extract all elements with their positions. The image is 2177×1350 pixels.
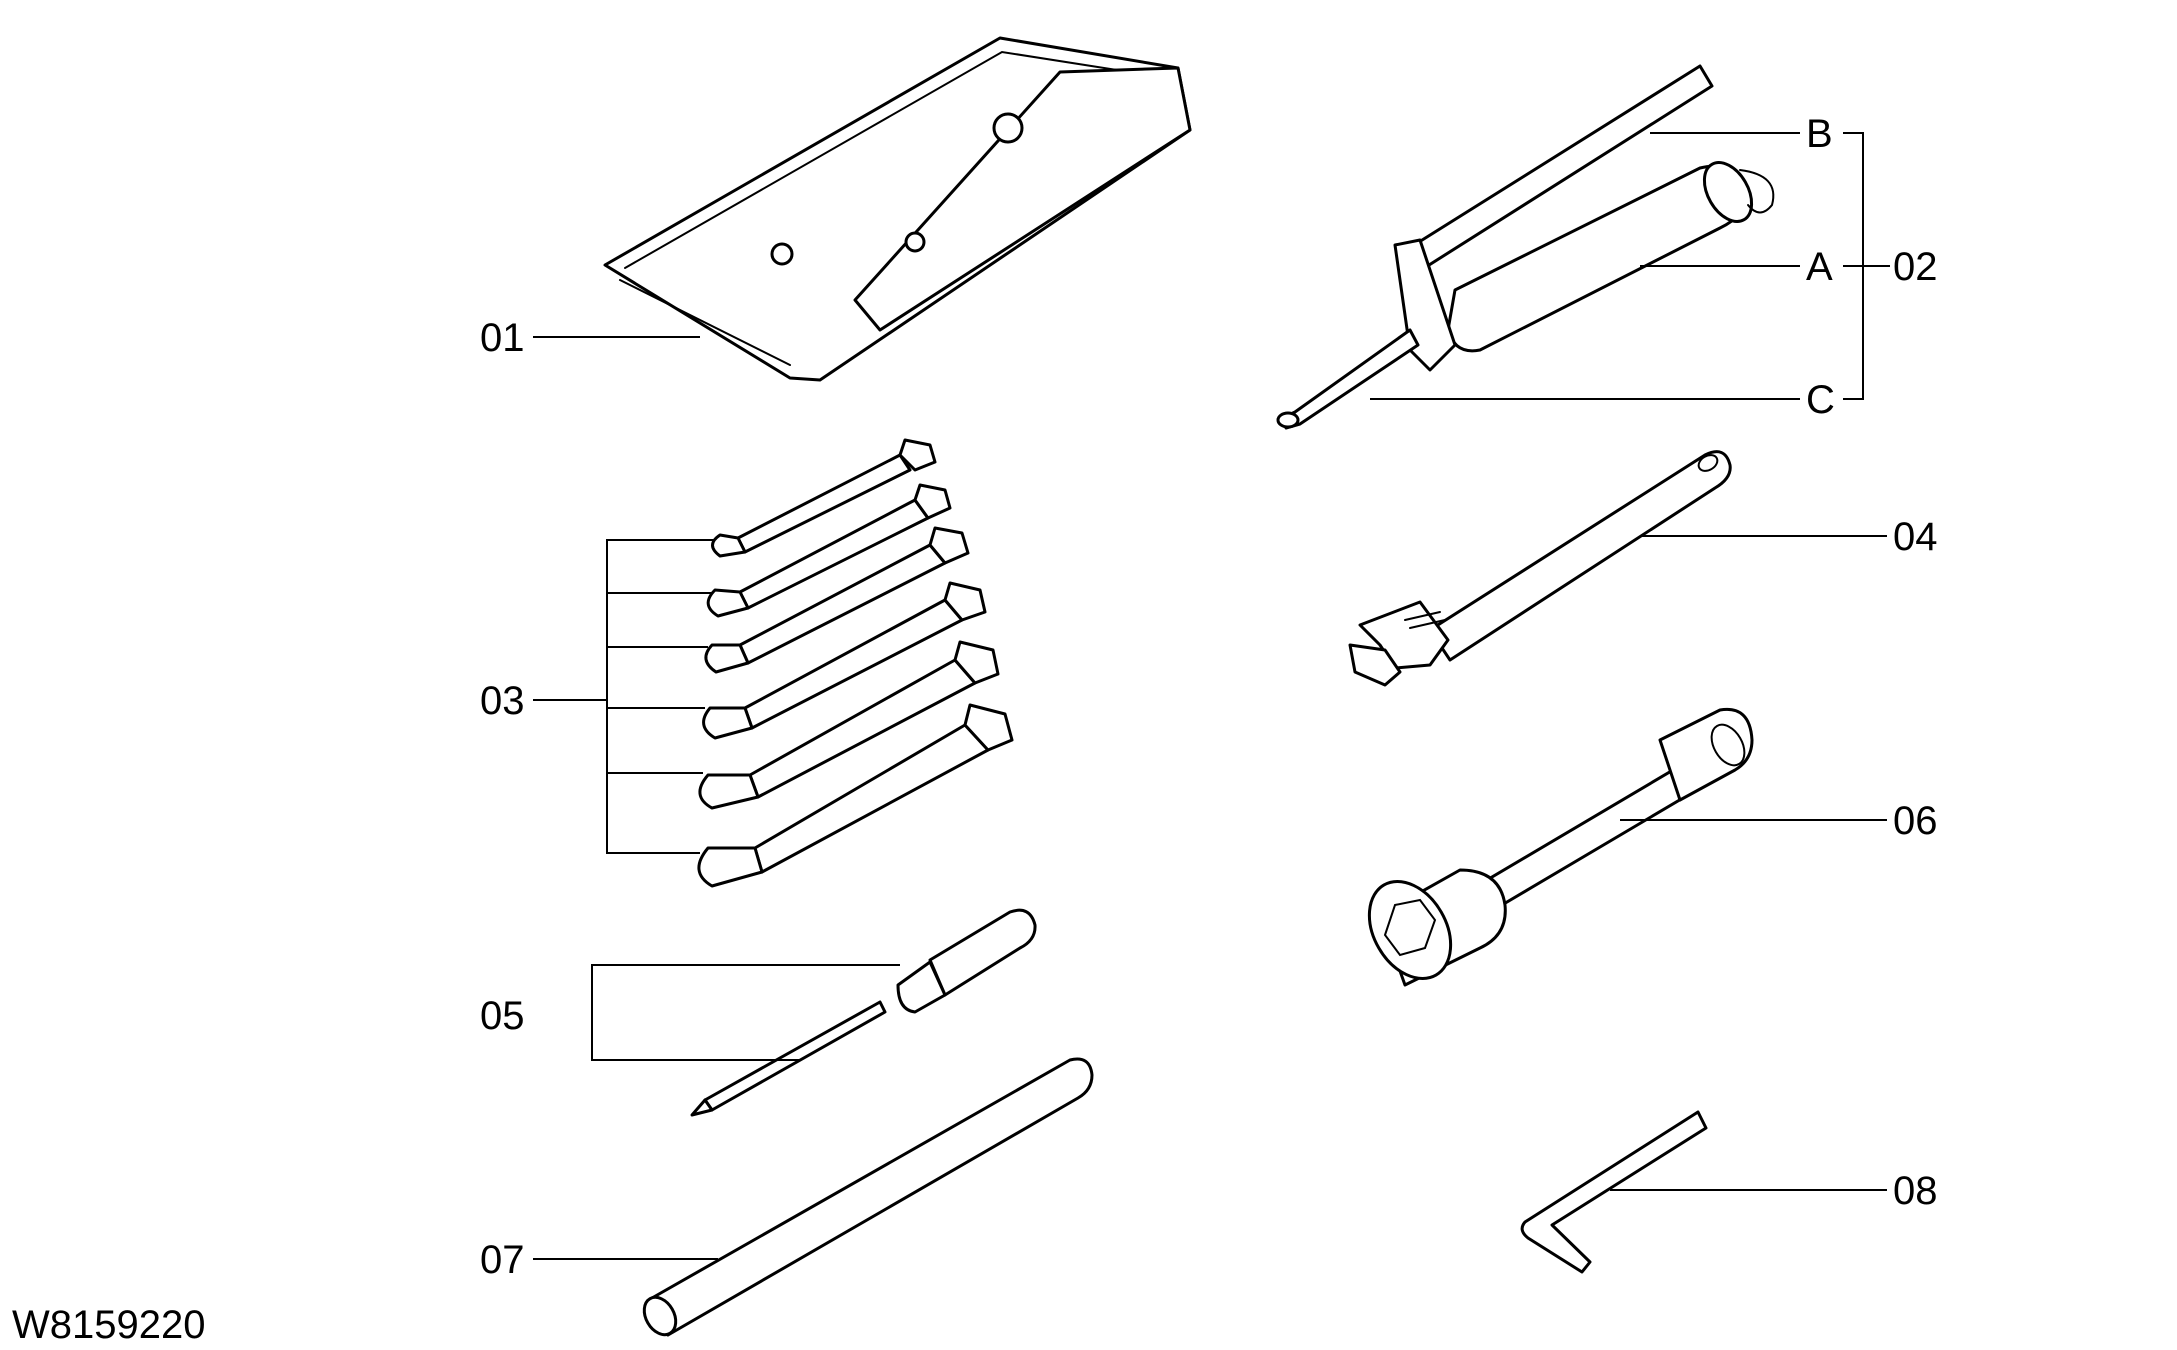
tommy-bar	[642, 1057, 1094, 1337]
screwdriver	[690, 908, 1037, 1117]
callout-05: 05	[480, 994, 525, 1038]
callout-06: 06	[1893, 799, 1938, 843]
socket-wrench	[1367, 707, 1754, 987]
bracket-03	[533, 539, 715, 854]
callout-07: 07	[480, 1238, 525, 1282]
callout-b: B	[1806, 112, 1833, 156]
callout-01: 01	[480, 316, 525, 360]
grease-gun	[1276, 64, 1775, 430]
callout-c: C	[1806, 378, 1835, 422]
callout-02: 02	[1893, 245, 1938, 289]
open-end-wrenches	[697, 438, 1014, 888]
adjustable-wrench	[1348, 450, 1732, 687]
callout-08: 08	[1893, 1169, 1938, 1213]
callout-04: 04	[1893, 515, 1938, 559]
drawing-id: W8159220	[12, 1303, 205, 1347]
bracket-02	[1843, 132, 1890, 400]
callout-a: A	[1806, 245, 1833, 289]
bracket-05	[591, 964, 900, 1061]
hex-key	[1520, 1110, 1708, 1274]
callout-03: 03	[480, 679, 525, 723]
tool-bag	[603, 36, 1192, 382]
